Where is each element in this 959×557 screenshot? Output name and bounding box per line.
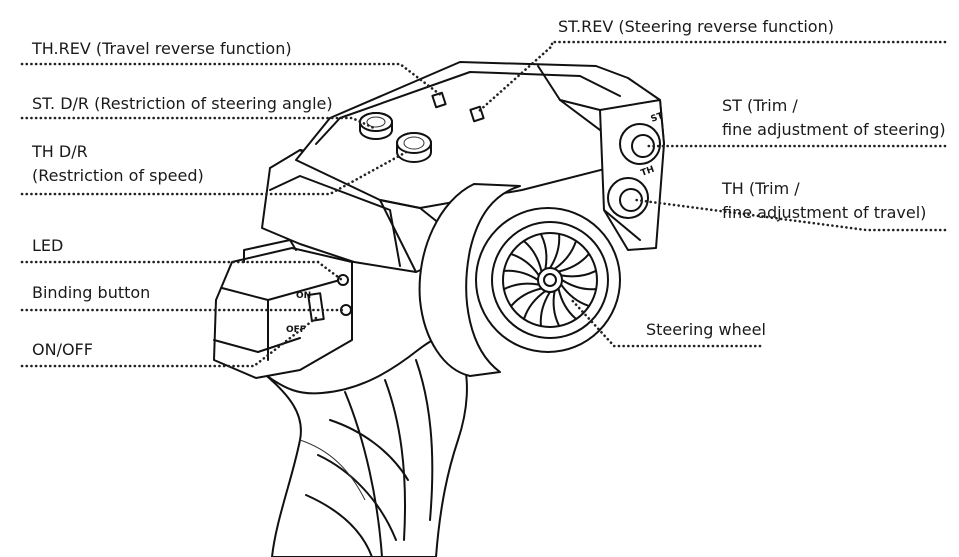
grip (261, 335, 468, 557)
on-mark: ON (296, 291, 311, 301)
label-st-trim-line2: fine adjustment of steering) (722, 120, 946, 139)
wheel-spoke (561, 279, 597, 291)
wheel-spoke (557, 287, 577, 320)
st-mark: ST (650, 111, 666, 125)
wheel-spoke (552, 290, 560, 327)
leader-lines (20, 40, 947, 368)
wheel-leader (568, 296, 762, 348)
wheel-spoke (510, 253, 540, 277)
wheel-spoke (553, 240, 577, 270)
st-dr-leader (20, 116, 376, 130)
wheel-spoke (503, 269, 539, 281)
label-onoff: ON/OFF (32, 340, 93, 359)
wheel-spoke (539, 291, 551, 327)
trigger (213, 239, 353, 379)
label-th-rev: TH.REV (Travel reverse function) (32, 39, 292, 58)
label-th-dr-line2: (Restriction of speed) (32, 166, 204, 185)
wheel-spoke (503, 282, 540, 290)
wheel-spoke (540, 233, 548, 270)
label-th-trim-line2: fine adjustment of travel) (722, 203, 927, 222)
th-rev-leader (20, 62, 444, 98)
wheel-spoke (523, 240, 543, 273)
label-st-trim-line1: ST (Trim / (722, 96, 798, 115)
th-trim-leader (634, 198, 947, 232)
label-wheel: Steering wheel (646, 320, 766, 339)
led-leader (20, 260, 344, 282)
off-mark: OFF (286, 325, 306, 335)
label-th-dr-line1: TH D/R (32, 142, 88, 161)
wheel-spoke (557, 253, 590, 273)
label-st-dr: ST. D/R (Restriction of steering angle) (32, 94, 333, 113)
wheel-spoke (549, 233, 561, 269)
wheel-spoke (560, 270, 597, 278)
trim-knob-icon: ST TH (607, 111, 666, 219)
switch-icon: ON OFF (286, 274, 352, 335)
th-mark: TH (640, 165, 656, 179)
label-binding: Binding button (32, 283, 151, 302)
wheel-spoke (510, 287, 543, 307)
th-dr-leader (20, 148, 412, 196)
wheel-spokes (503, 233, 597, 327)
label-st-rev: ST.REV (Steering reverse function) (558, 17, 834, 36)
steering-wheel-icon (418, 183, 621, 377)
st-rev-leader (476, 40, 947, 114)
wheel-spoke (560, 283, 590, 307)
label-th-trim-line1: TH (Trim / (722, 179, 800, 198)
label-led: LED (32, 236, 64, 255)
wheel-spoke (523, 290, 547, 320)
